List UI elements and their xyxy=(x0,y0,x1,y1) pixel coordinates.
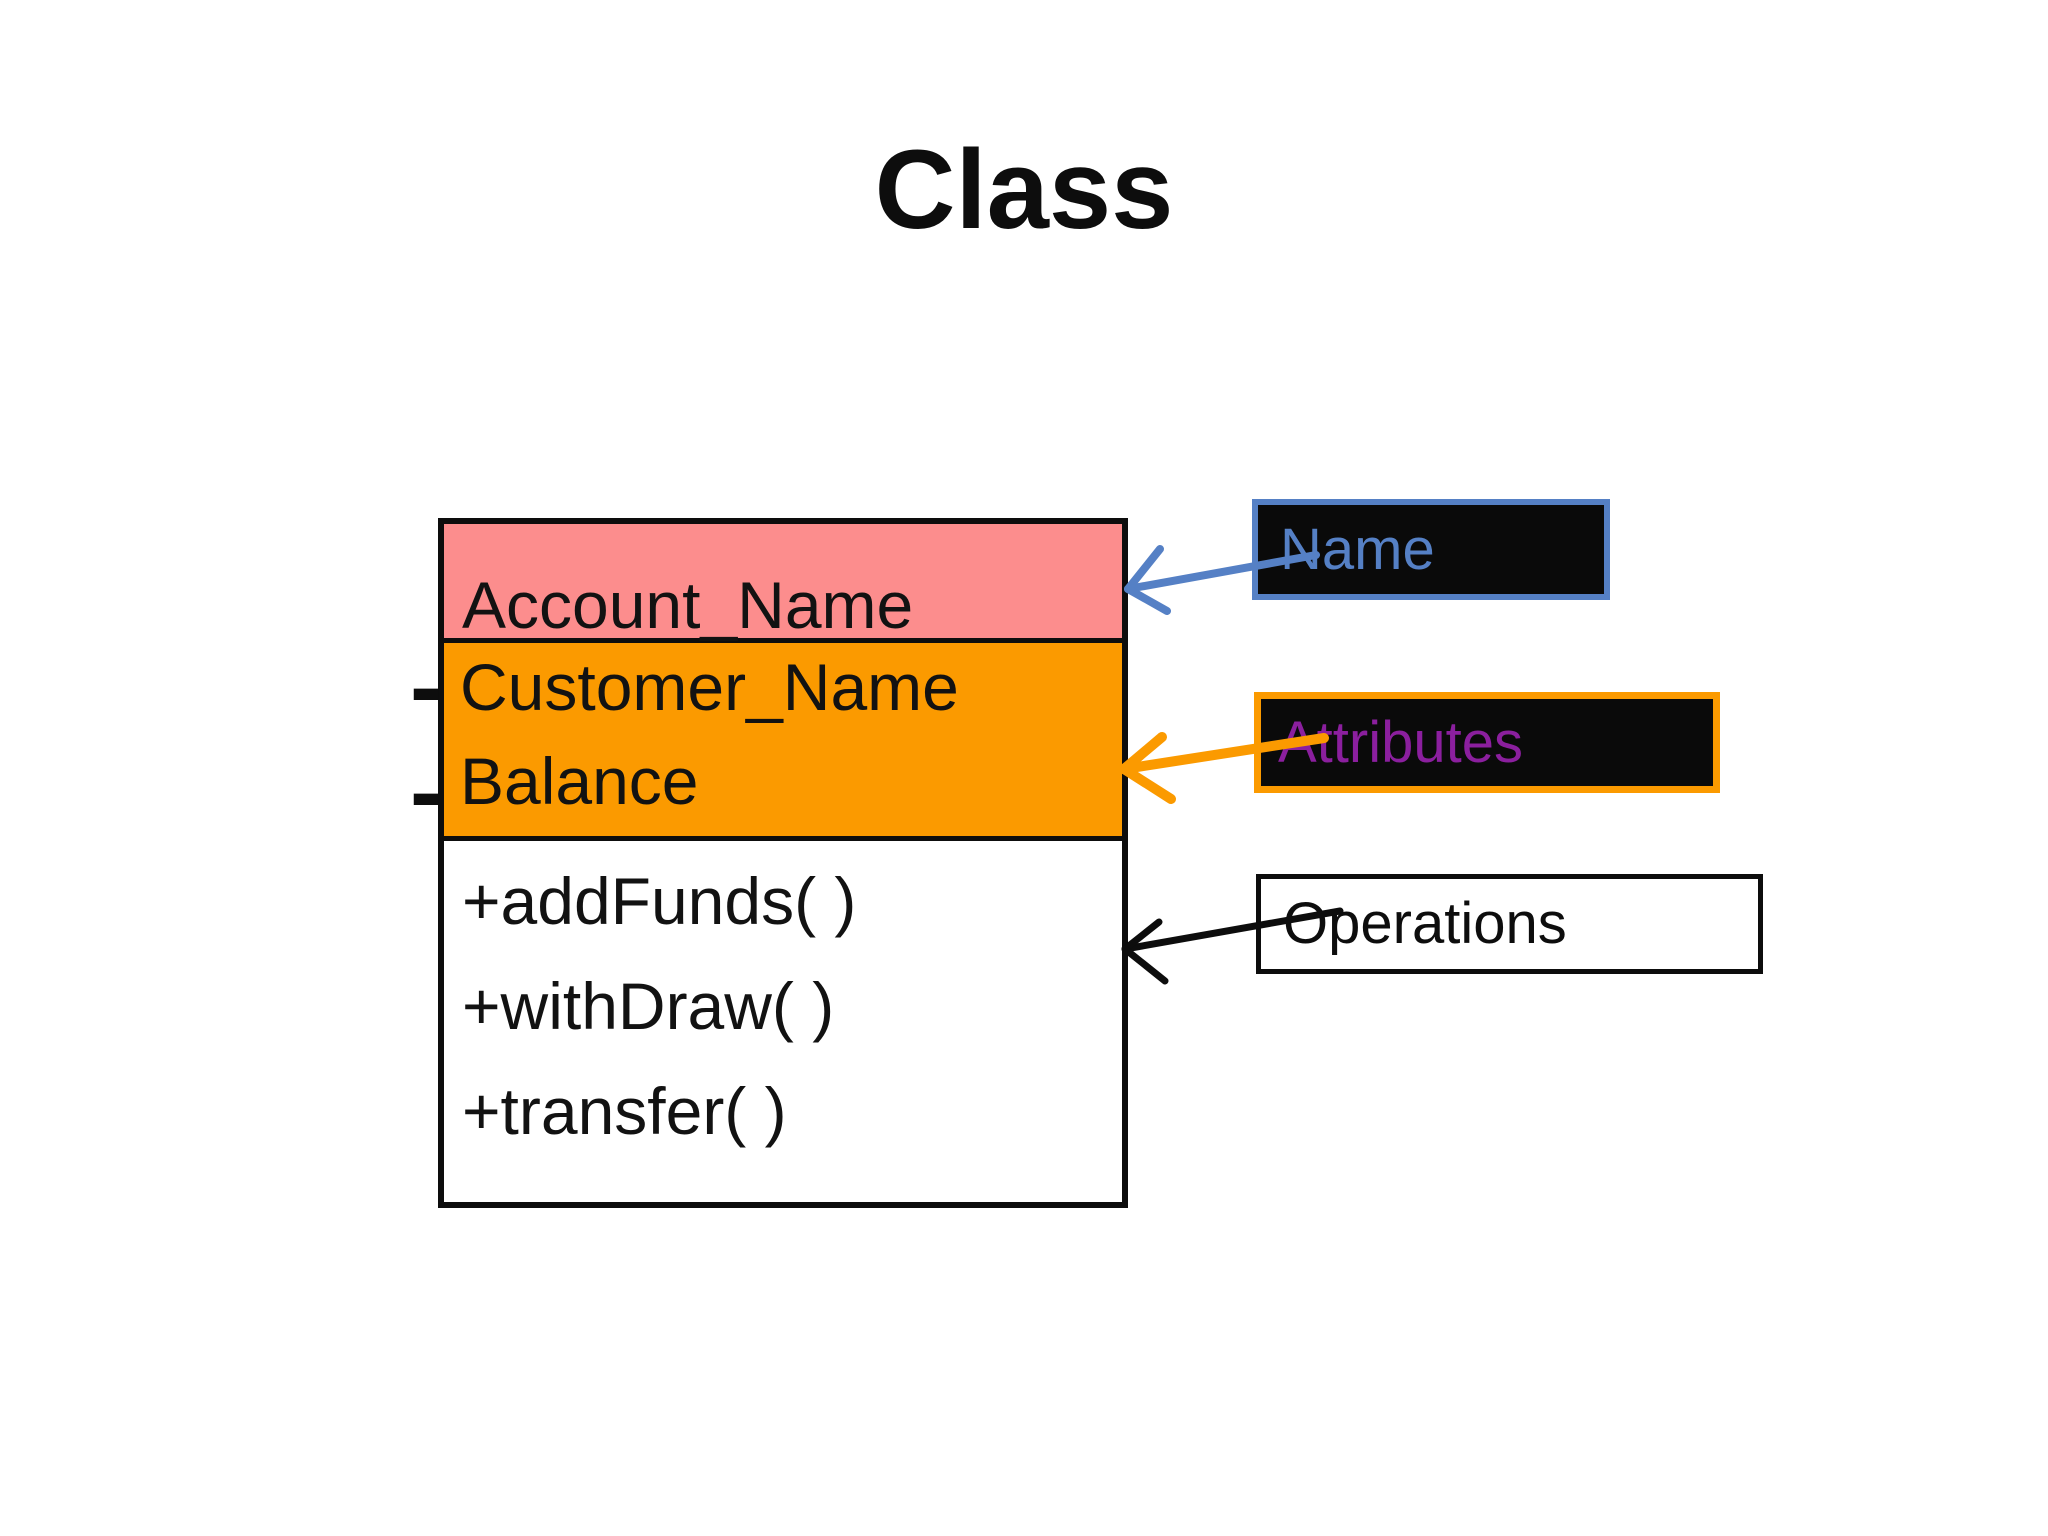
attributes-callout-label: Attributes xyxy=(1278,709,1523,775)
attribute-item: Customer_Name xyxy=(460,650,959,724)
operation-item: +transfer( ) xyxy=(462,1074,787,1148)
operations-callout-label: Operations xyxy=(1283,891,1567,956)
uml-class-box: Account_Name Customer_Name Balance +addF… xyxy=(438,518,1128,1208)
name-callout-label: Name xyxy=(1280,516,1435,582)
attribute-item: Balance xyxy=(460,744,699,818)
page-title: Class xyxy=(874,127,1174,252)
class-attributes-compartment: Customer_Name Balance xyxy=(444,643,1122,841)
attributes-callout-box: Attributes xyxy=(1254,692,1720,793)
class-name-text: Account_Name xyxy=(462,568,914,642)
visibility-minus-marker: - xyxy=(410,633,442,740)
class-name-compartment: Account_Name xyxy=(444,524,1122,643)
name-callout-box: Name xyxy=(1252,499,1610,600)
class-operations-compartment: +addFunds( ) +withDraw( ) +transfer( ) xyxy=(444,841,1122,1202)
visibility-minus-marker: - xyxy=(410,738,442,845)
operation-item: +withDraw( ) xyxy=(462,969,835,1043)
operations-callout-box: Operations xyxy=(1256,874,1763,974)
operation-item: +addFunds( ) xyxy=(462,864,857,938)
